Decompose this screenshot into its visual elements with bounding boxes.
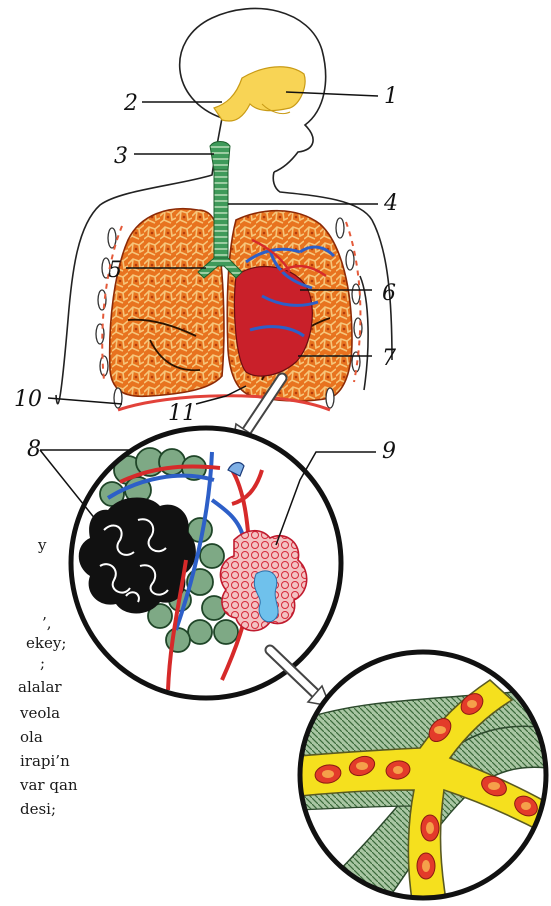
side-text-3: ;	[40, 652, 45, 674]
side-text-9: desi;	[20, 798, 56, 820]
alveoli-zoom-circle	[71, 428, 341, 698]
side-text-5: veola	[20, 702, 60, 724]
label-4: 4	[383, 191, 398, 216]
label-2: 2	[123, 91, 138, 116]
side-text-0: y	[38, 534, 46, 556]
trachea	[214, 170, 228, 258]
nasal-cavity	[214, 67, 305, 121]
right-lung	[110, 209, 224, 397]
label-8: 8	[27, 437, 41, 462]
label-5: 5	[108, 258, 122, 283]
side-text-7: irapi’n	[20, 750, 70, 772]
label-11: 11	[168, 401, 196, 426]
label-7: 7	[382, 346, 396, 371]
label-9: 9	[382, 439, 396, 464]
side-text-8: var qan	[20, 774, 78, 796]
larynx	[210, 142, 230, 171]
side-text-2: ekey;	[26, 632, 66, 654]
capillary-zoom-circle	[300, 652, 551, 902]
label-10: 10	[14, 387, 42, 412]
side-text-4: alalar	[18, 676, 62, 698]
side-text-1: ’,	[42, 612, 52, 634]
label-3: 3	[114, 144, 128, 169]
side-text-6: ola	[20, 726, 43, 748]
label-6: 6	[382, 281, 396, 306]
label-1: 1	[384, 84, 398, 109]
